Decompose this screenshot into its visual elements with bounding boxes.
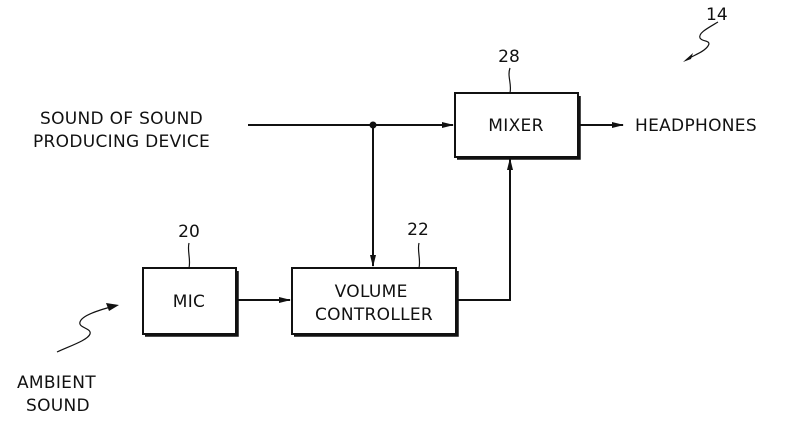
volume-controller-ref-number: 22 (407, 220, 429, 240)
figure-ref-number: 14 (706, 5, 728, 25)
sound-source-label-line1: SOUND OF SOUND (40, 109, 203, 129)
mic-label: MIC (173, 292, 205, 312)
figure-reference: 14 (683, 5, 728, 62)
ambient-label-line1: AMBIENT (17, 373, 96, 393)
arrowhead-icon (683, 53, 693, 62)
volume-controller-label-line2: CONTROLLER (315, 305, 433, 325)
mixer-ref-number: 28 (498, 47, 520, 67)
ambient-squiggle-arrow (57, 306, 114, 352)
mic-block: MIC 20 (143, 222, 237, 335)
volume-controller-leader-line (418, 243, 419, 268)
sound-source-label-line2: PRODUCING DEVICE (33, 132, 210, 152)
arrowhead-icon (106, 303, 119, 311)
volume-controller-label-line1: VOLUME (335, 282, 408, 302)
mic-leader-line (188, 243, 189, 268)
mixer-leader-line (509, 68, 510, 93)
ambient-sound-indicator (57, 303, 119, 352)
mixer-block: MIXER 28 (455, 47, 579, 158)
wire-volume-controller-to-mixer (458, 159, 510, 300)
mixer-label: MIXER (488, 116, 543, 136)
volume-controller-block: VOLUME CONTROLLER 22 (292, 220, 457, 335)
figure-ref-squiggle-arrow (686, 22, 718, 60)
ambient-label-line2: SOUND (26, 396, 90, 416)
sound-source-label: SOUND OF SOUND PRODUCING DEVICE (33, 109, 210, 152)
headphones-label: HEADPHONES (635, 116, 757, 136)
svg-text:SOUND OF SOUND PRODUCING: SOUND OF SOUND PRODUCING DEVICE (33, 109, 210, 152)
mic-ref-number: 20 (178, 222, 200, 242)
ambient-sound-label: AMBIENT SOUND (17, 373, 102, 416)
